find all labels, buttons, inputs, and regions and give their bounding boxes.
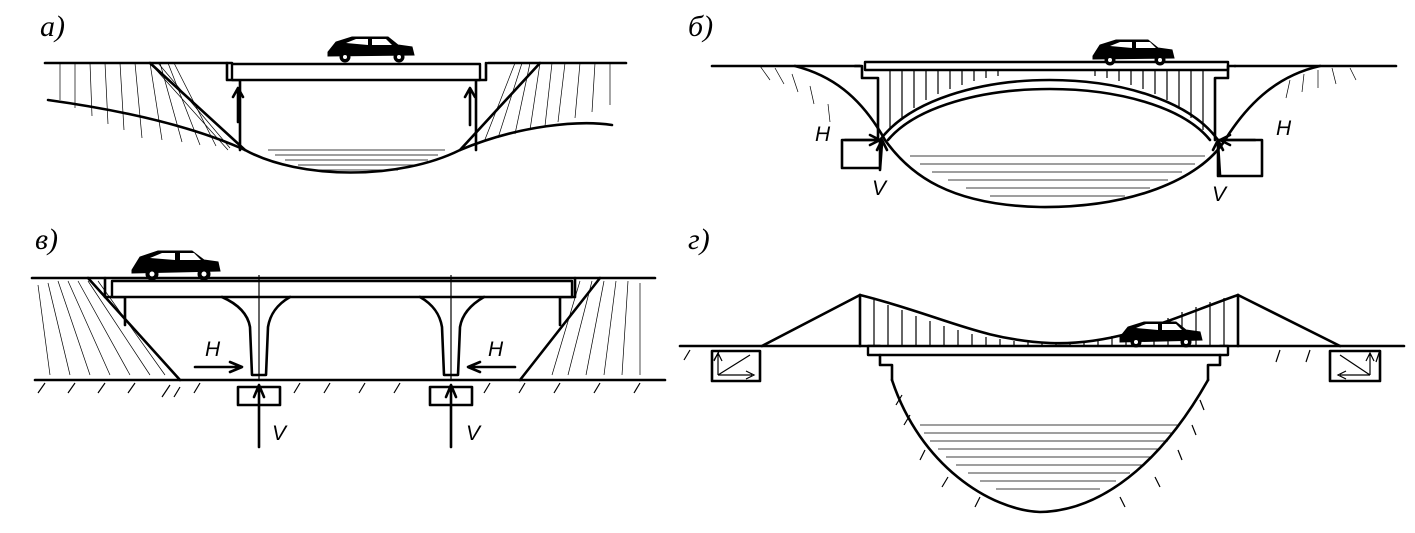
left-abutment <box>853 64 880 142</box>
main-cable <box>858 293 1240 345</box>
valley-hatching <box>683 349 1381 508</box>
river-bed <box>46 98 614 174</box>
car-icon <box>1119 321 1203 348</box>
bridge-deck <box>866 344 1230 357</box>
spandrel-columns <box>889 70 1204 130</box>
right-slope <box>518 276 602 382</box>
panel-b-label: б) <box>688 10 714 43</box>
arrow-h-left <box>843 133 882 147</box>
footing-right <box>428 385 474 407</box>
bridge-deck <box>863 60 1230 72</box>
embankment-hatching <box>59 62 611 151</box>
arrow-v-right <box>1211 138 1225 177</box>
panel-v-label: в) <box>35 223 59 256</box>
right-abutment <box>1213 64 1237 142</box>
force-label-h-left: H <box>815 123 831 146</box>
arrow-v-left <box>252 383 266 449</box>
panel-v-drawing <box>30 250 667 449</box>
panel-g-drawing <box>678 293 1406 514</box>
arch-rib-outer <box>878 78 1220 142</box>
bridge-deck <box>110 279 574 299</box>
panel-b-arch-bridge: б) <box>688 0 1415 230</box>
backstay-right <box>1236 293 1342 348</box>
panel-g-label: г) <box>688 223 710 256</box>
river-valley <box>890 378 1210 514</box>
panel-a-drawing <box>43 36 628 174</box>
car-icon <box>131 250 221 281</box>
force-label-h-right: H <box>1276 117 1292 140</box>
force-label-h-right: H <box>488 338 504 361</box>
anchor-block-right <box>1328 349 1382 383</box>
right-slope <box>458 61 542 152</box>
water <box>910 155 1205 197</box>
left-slope <box>86 276 182 382</box>
arrow-h-right <box>1218 133 1257 147</box>
arrow-v-left <box>875 138 889 172</box>
footing-left <box>236 385 282 407</box>
right-bank <box>1223 64 1322 142</box>
panel-a-label: а) <box>40 10 65 43</box>
arch-rib-inner <box>886 87 1212 142</box>
support-arrow-left <box>231 86 245 124</box>
ground-hatching <box>759 65 1357 123</box>
right-thrust-block <box>1216 138 1264 178</box>
left-slope <box>148 61 247 152</box>
panel-v-frame-bridge: в) <box>0 215 700 533</box>
anchor-arrows-right <box>1336 351 1375 380</box>
car-icon <box>1092 39 1175 66</box>
car-icon <box>327 36 415 63</box>
left-bank <box>793 64 1227 209</box>
force-label-v-left: V <box>272 422 287 445</box>
water <box>920 424 1180 490</box>
arrow-h-left <box>193 360 244 374</box>
water <box>268 149 445 171</box>
panel-a-beam-bridge: а) <box>0 0 700 200</box>
arrow-v-right <box>444 383 458 449</box>
force-label-h-left: H <box>205 338 221 361</box>
ground-hatch-marks <box>37 382 641 398</box>
embankment-hatching <box>37 280 641 376</box>
right-abutment <box>1206 353 1222 382</box>
force-label-v-left: V <box>872 177 887 200</box>
anchor-block-left <box>710 349 762 383</box>
bridge-deck <box>230 62 482 82</box>
left-abutment <box>878 353 894 382</box>
arrow-h-right <box>466 360 517 374</box>
force-label-v-right: V <box>1212 183 1227 206</box>
support-arrow-right <box>463 86 477 127</box>
panel-b-drawing <box>710 39 1398 209</box>
panel-g-suspension-bridge: г) <box>678 215 1415 533</box>
force-label-v-right: V <box>466 422 481 445</box>
backstay-left <box>760 293 862 348</box>
anchor-arrows-left <box>713 351 756 380</box>
